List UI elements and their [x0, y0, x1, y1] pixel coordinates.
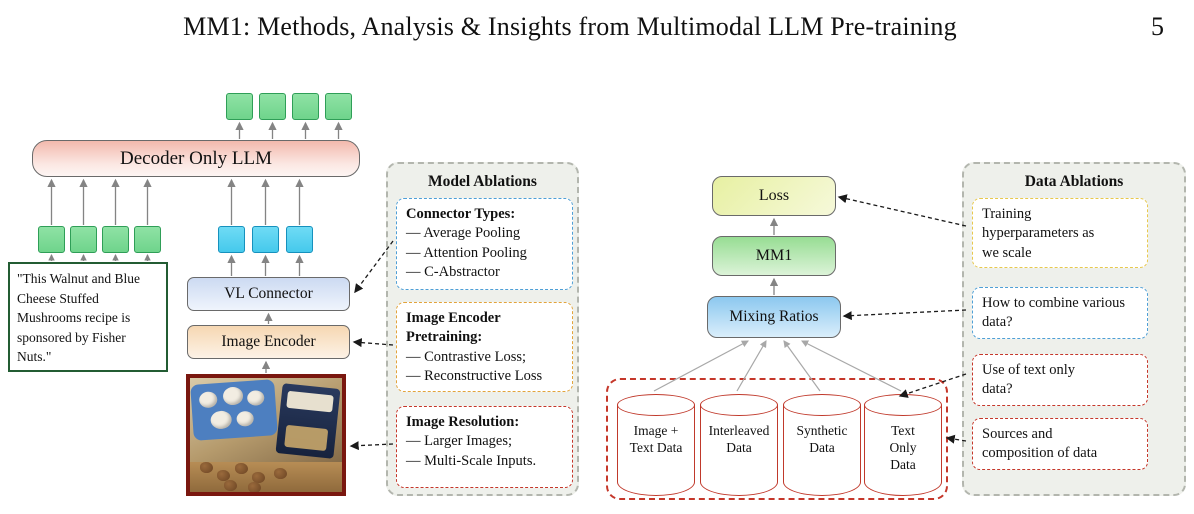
food-photo [186, 374, 346, 496]
input-text-box: "This Walnut and Blue Cheese Stuffed Mus… [8, 262, 168, 372]
image-resolution-heading: Image Resolution: [406, 414, 520, 430]
cylinder-top [783, 394, 861, 416]
encoder-pretraining-heading: Image Encoder Pretraining: [406, 310, 501, 346]
photo-walnut [248, 482, 261, 492]
cylinder-body [617, 405, 695, 496]
photo-walnut [274, 468, 287, 479]
datasets-container: Image + Text Data Interleaved Data Synth… [606, 378, 948, 500]
training-hyperparameters-note: Training hyperparameters as we scale [972, 198, 1148, 268]
mixing-ratios-box: Mixing Ratios [707, 296, 841, 338]
photo-mushroom [246, 389, 265, 407]
photo-mushroom [222, 386, 244, 406]
visual-token-square [252, 226, 279, 253]
cylinder-top [700, 394, 778, 416]
connector-types-box: Connector Types: — Average Pooling — Att… [396, 198, 573, 290]
data-ablations-panel: Data Ablations Training hyperparameters … [962, 162, 1186, 496]
loss-box: Loss [712, 176, 836, 216]
encoder-pretraining-box: Image Encoder Pretraining: — Contrastive… [396, 302, 573, 392]
combine-data-note: How to combine various data? [972, 287, 1148, 339]
page-number: 5 [1151, 12, 1164, 41]
connector-types-items: — Average Pooling — Attention Pooling — … [406, 225, 527, 280]
dataset-cylinder-text-only: Text Only Data [864, 394, 942, 496]
visual-token-square [286, 226, 313, 253]
text-token-square [38, 226, 65, 253]
dataset-cylinder-image-text: Image + Text Data [617, 394, 695, 496]
cylinder-body [700, 405, 778, 496]
photo-cutting-board [190, 462, 342, 492]
photo-mushroom [198, 391, 218, 409]
image-resolution-items: — Larger Images; — Multi-Scale Inputs. [406, 433, 537, 469]
photo-package-window [284, 424, 329, 452]
photo-nut-package [275, 383, 341, 459]
cylinder-top [617, 394, 695, 416]
text-only-data-note: Use of text only data? [972, 354, 1148, 406]
photo-mushroom [210, 410, 233, 430]
arrow-hyperparams-to-loss [837, 194, 967, 227]
dataset-label: Text Only Data [889, 423, 917, 472]
output-token-square [325, 93, 352, 120]
output-token-square [292, 93, 319, 120]
dataset-label: Image + Text Data [629, 423, 683, 455]
photo-blue-tray [190, 379, 278, 441]
text-token-square [102, 226, 129, 253]
mm1-box: MM1 [712, 236, 836, 276]
photo-walnut [217, 470, 230, 481]
output-token-square [259, 93, 286, 120]
model-ablations-panel: Model Ablations Connector Types: — Avera… [386, 162, 579, 496]
model-ablations-title: Model Ablations [428, 173, 537, 190]
data-ablations-title: Data Ablations [1024, 173, 1124, 190]
dataset-cylinder-synthetic: Synthetic Data [783, 394, 861, 496]
photo-walnut [252, 472, 265, 483]
photo-package-label [286, 390, 334, 413]
paper-title: MM1: Methods, Analysis & Insights from M… [183, 12, 957, 41]
dataset-label: Synthetic Data [796, 423, 848, 455]
image-resolution-box: Image Resolution: — Larger Images; — Mul… [396, 406, 573, 488]
arrow-combine-to-mixing [842, 309, 967, 321]
decoder-llm-box: Decoder Only LLM [32, 140, 360, 177]
text-token-square [70, 226, 97, 253]
cylinder-top [864, 394, 942, 416]
dataset-cylinder-interleaved: Interleaved Data [700, 394, 778, 496]
sources-composition-note: Sources and composition of data [972, 418, 1148, 470]
image-encoder-box: Image Encoder [187, 325, 350, 359]
dataset-label: Interleaved Data [708, 423, 770, 455]
output-token-square [226, 93, 253, 120]
text-token-square [134, 226, 161, 253]
photo-walnut [235, 463, 248, 474]
encoder-pretraining-items: — Contrastive Loss; — Reconstructive Los… [406, 348, 543, 384]
vl-connector-box: VL Connector [187, 277, 350, 311]
cylinder-body [783, 405, 861, 496]
cylinder-body [864, 405, 942, 496]
photo-mushroom [236, 410, 255, 427]
connector-types-heading: Connector Types: [406, 206, 516, 222]
photo-walnut [224, 480, 237, 491]
visual-token-square [218, 226, 245, 253]
photo-walnut [200, 462, 213, 473]
